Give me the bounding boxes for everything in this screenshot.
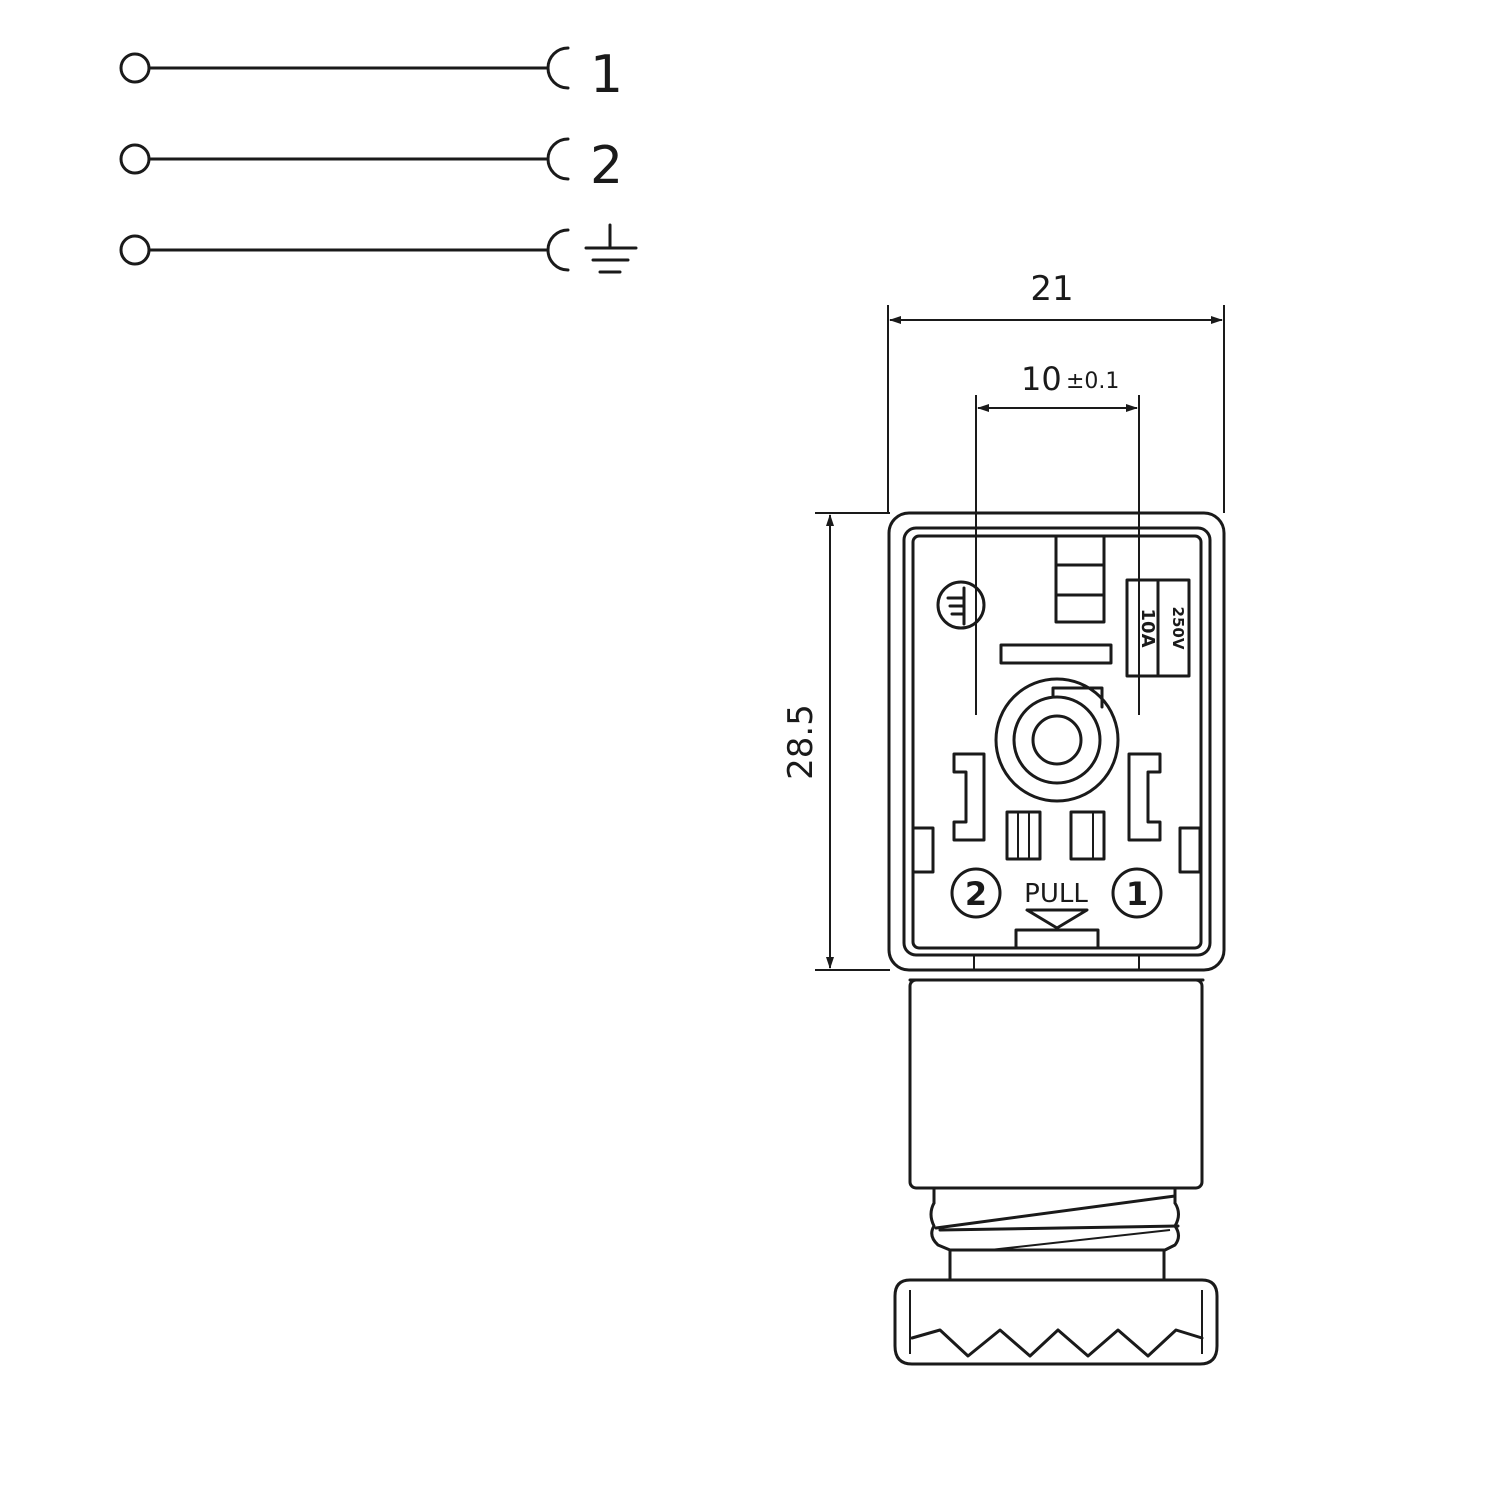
- pull-text: PULL: [1024, 879, 1088, 909]
- terminal-marker-1-text: 1: [1126, 875, 1148, 913]
- wire-ground: [119, 223, 638, 274]
- dimension-pin-spacing-label: 10: [1021, 360, 1062, 398]
- center-screw-boss: [994, 677, 1120, 803]
- rating-voltage-text: 250V: [1169, 607, 1187, 650]
- dimension-tolerance-label: ±0.1: [1066, 369, 1119, 394]
- ground-icon: [584, 223, 638, 274]
- connector-body: 10A 250V 2 1 PULL: [887, 511, 1226, 982]
- pin-label-2: 2: [590, 136, 623, 196]
- cable-gland: [893, 978, 1219, 1366]
- terminal-marker-2-text: 2: [965, 875, 987, 913]
- earth-symbol-icon: [936, 580, 986, 630]
- wire-2: 2: [119, 136, 623, 196]
- dimension-width-label: 21: [1030, 269, 1073, 309]
- rating-label: 10A 250V: [1125, 578, 1191, 678]
- pull-marking: PULL: [1024, 879, 1089, 930]
- terminal-marker-2: 2: [950, 867, 1002, 919]
- dimension-width: 21: [887, 269, 1225, 513]
- pin-label-1: 1: [590, 45, 623, 105]
- dimension-pin-spacing: 10 ±0.1: [975, 360, 1140, 715]
- terminal-marker-1: 1: [1111, 867, 1163, 919]
- rating-current-text: 10A: [1137, 609, 1158, 648]
- wiring-diagram: 1 2: [119, 45, 638, 274]
- dimension-height-label: 28.5: [781, 704, 821, 780]
- wire-1: 1: [119, 45, 623, 105]
- dimension-height: 28.5: [781, 512, 890, 971]
- dimensions: 21 10 ±0.1 28.5: [781, 269, 1225, 971]
